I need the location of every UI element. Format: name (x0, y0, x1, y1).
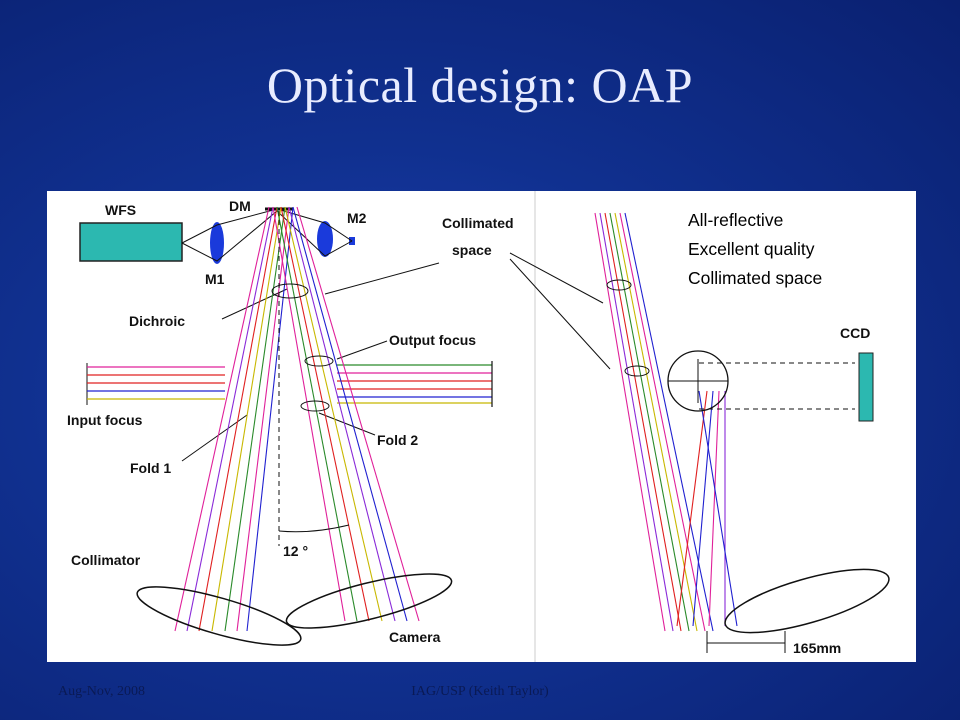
optical-design-figure: WFS M1 DM M2 Collimated space Dichroic O… (47, 191, 916, 662)
right-camera-mirror (724, 568, 890, 634)
label-input-focus: Input focus (67, 412, 143, 428)
label-fold2: Fold 2 (377, 432, 418, 448)
label-ccd: CCD (840, 325, 870, 341)
m2-lens (317, 221, 333, 257)
wfs-beam (181, 208, 353, 262)
label-space: space (452, 242, 492, 258)
label-collimator: Collimator (71, 552, 141, 568)
label-angle: 12 ° (283, 543, 308, 559)
label-collimated: Collimated (442, 215, 514, 231)
note-3: Collimated space (688, 268, 822, 288)
label-dimension: 165mm (793, 640, 841, 656)
collimator-mirror (136, 586, 302, 646)
note-2: Excellent quality (688, 239, 815, 259)
m1-lens (210, 222, 224, 264)
optical-diagram-svg: WFS M1 DM M2 Collimated space Dichroic O… (67, 191, 890, 662)
pointer-fold2 (318, 412, 376, 436)
fold-element-lower (300, 400, 330, 412)
wfs-box (79, 222, 183, 262)
right-fold-element-2 (624, 365, 650, 377)
left-ray-fan (174, 206, 420, 632)
pointer-collimated-left (324, 262, 440, 295)
angle-arc (278, 524, 350, 533)
dichroic-element (271, 283, 309, 299)
pointer-fold1 (181, 414, 248, 462)
label-fold1: Fold 1 (130, 460, 171, 476)
fold-element-upper (304, 355, 334, 367)
label-camera: Camera (389, 629, 441, 645)
footer-date: Aug-Nov, 2008 (58, 684, 145, 699)
label-m1: M1 (205, 271, 225, 287)
label-wfs: WFS (105, 202, 136, 218)
label-dichroic: Dichroic (129, 313, 185, 329)
horizontal-rays (87, 361, 493, 407)
label-m2: M2 (347, 210, 367, 226)
pointer-output (336, 340, 388, 360)
ccd-detector (858, 352, 874, 422)
note-1: All-reflective (688, 210, 783, 230)
footer-author: IAG/USP (Keith Taylor) (411, 684, 549, 699)
pointer-collimated-right-2 (509, 258, 611, 370)
slide-title: Optical design: OAP (266, 57, 694, 113)
pointer-dichroic (221, 288, 288, 320)
right-fold-element (606, 279, 632, 291)
camera-mirror (285, 573, 453, 629)
pointer-collimated-right-1 (509, 252, 604, 304)
label-dm: DM (229, 198, 251, 214)
label-output-focus: Output focus (389, 332, 476, 348)
right-ray-fan (594, 212, 738, 632)
